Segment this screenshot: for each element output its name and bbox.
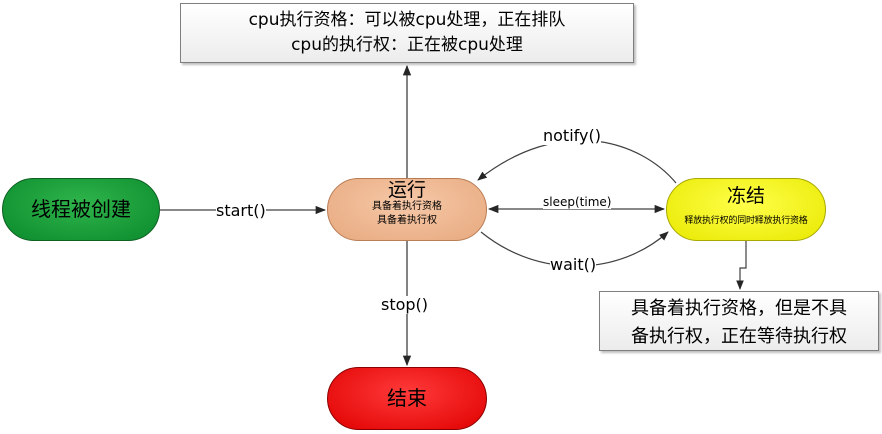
state-ended: 结束 (327, 367, 487, 430)
state-created: 线程被创建 (2, 178, 160, 241)
state-running-sub-1: 具备着执行资格 (372, 201, 442, 212)
frozen-to-note-connector (736, 241, 747, 290)
state-frozen-sub: 释放执行权的同时释放执行资格 (684, 216, 808, 226)
stop-label: stop() (381, 295, 429, 314)
frozen-info-note: 具备着执行资格，但是不具 备执行权，正在等待执行权 (599, 291, 879, 351)
cpu-info-line-1: cpu执行资格：可以被cpu处理，正在排队 (248, 10, 566, 30)
cpu-info-line-2: cpu的执行权：正在被cpu处理 (291, 35, 523, 55)
start-label: start() (216, 201, 266, 220)
state-running-sub-2: 具备着执行权 (377, 215, 437, 226)
frozen-info-line-1: 具备着执行资格，但是不具 (631, 298, 847, 319)
sleep-label: sleep(time) (543, 195, 612, 209)
frozen-info-line-2: 备执行权，正在等待执行权 (631, 326, 847, 347)
notify-arrow (477, 139, 677, 184)
wait-label: wait() (550, 255, 597, 274)
cpu-info-note: cpu执行资格：可以被cpu处理，正在排队 cpu的执行权：正在被cpu处理 (180, 3, 634, 63)
state-frozen: 冻结 释放执行权的同时释放执行资格 (666, 178, 826, 241)
state-running: 运行 具备着执行资格 具备着执行权 (327, 178, 487, 241)
state-frozen-title: 冻结 (726, 185, 765, 207)
notify-label: notify() (543, 126, 601, 145)
state-running-title: 运行 (387, 179, 426, 201)
